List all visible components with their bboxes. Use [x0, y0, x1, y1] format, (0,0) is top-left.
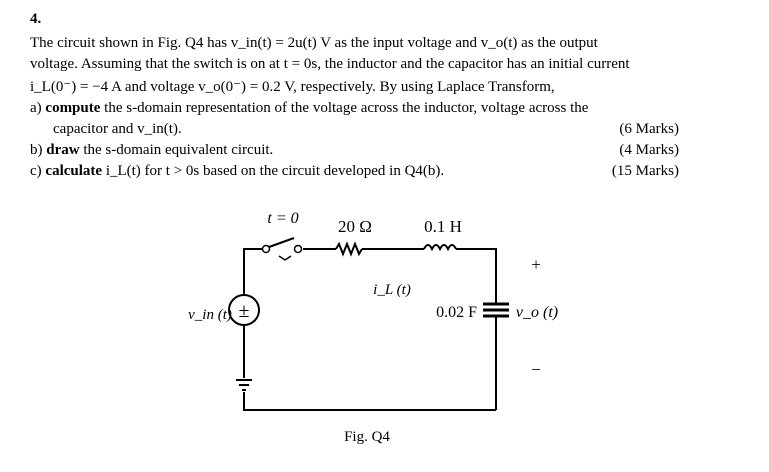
- inductor-label: 0.1 H: [424, 217, 462, 236]
- part-c-marks: (15 Marks): [611, 163, 679, 179]
- part-a-marks: (6 Marks): [619, 121, 679, 137]
- part-a-label: a): [30, 100, 42, 116]
- plus-sign: +: [531, 255, 541, 274]
- part-c-label: c): [30, 163, 42, 179]
- part-b-verb: draw: [46, 142, 80, 158]
- question-number: 4.: [30, 11, 42, 27]
- voltage-source-icon: ±: [228, 294, 260, 326]
- wire-left-top: [243, 248, 262, 295]
- source-label: v_in (t): [188, 307, 232, 323]
- intro-line-1: The circuit shown in Fig. Q4 has v_in(t)…: [30, 35, 598, 51]
- part-c-line: c) calculate i_L(t) for t > 0s based on …: [30, 163, 444, 180]
- part-b-text: the s-domain equivalent circuit.: [83, 142, 274, 158]
- inductor-symbol: [423, 244, 457, 252]
- intro-line-3: i_L(0⁻) = −4 A and voltage v_o(0⁻) = 0.2…: [30, 79, 555, 95]
- switch-symbol: [261, 237, 303, 261]
- resistor-label: 20 Ω: [338, 217, 372, 236]
- part-c-verb: calculate: [45, 163, 103, 179]
- part-b-line: b) draw the s-domain equivalent circuit.: [30, 142, 273, 159]
- source-symbol: ±: [239, 300, 250, 322]
- figure-caption: Fig. Q4: [344, 429, 390, 445]
- capacitor-label: 0.02 F: [436, 304, 477, 321]
- part-a-verb: compute: [45, 100, 101, 116]
- part-c-text: i_L(t) for t > 0s based on the circuit d…: [105, 163, 445, 179]
- current-label: i_L (t): [373, 282, 411, 298]
- wire-inductor-right: [456, 248, 497, 303]
- output-label: v_o (t): [516, 304, 558, 321]
- wire-bottom: [243, 392, 496, 411]
- part-a-line-1: a) compute the s-domain representation o…: [30, 100, 588, 117]
- part-b-label: b): [30, 142, 43, 158]
- minus-sign: −: [531, 360, 541, 379]
- switch-label: t = 0: [267, 210, 298, 227]
- capacitor-symbol: [483, 302, 509, 318]
- resistor-symbol: [335, 241, 363, 257]
- part-a-text: the s-domain representation of the volta…: [104, 100, 589, 116]
- part-a-line-2: capacitor and v_in(t).: [53, 121, 182, 137]
- ground-icon: [236, 379, 252, 391]
- part-b-marks: (4 Marks): [619, 142, 679, 158]
- intro-line-2: voltage. Assuming that the switch is on …: [30, 56, 630, 72]
